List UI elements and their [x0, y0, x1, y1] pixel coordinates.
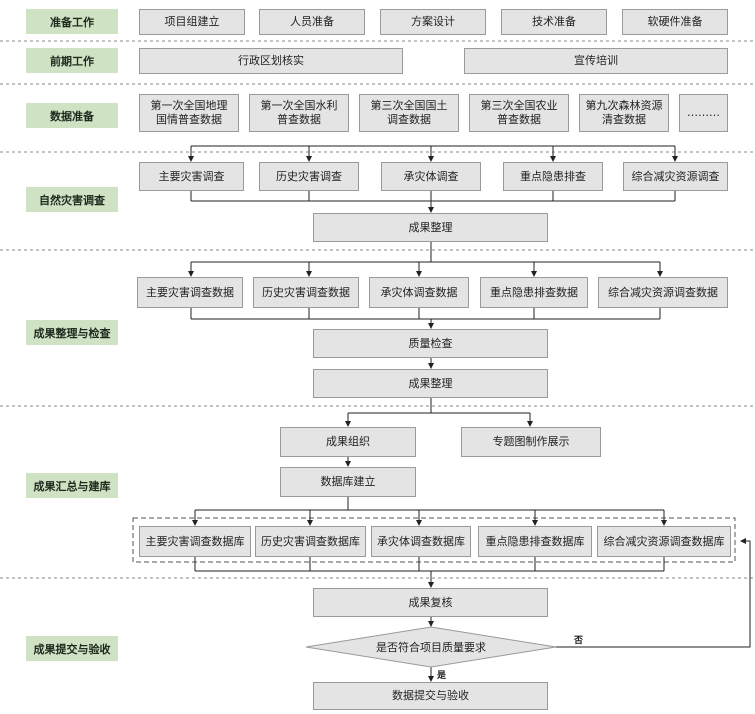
yes-label: 是 — [437, 671, 447, 681]
node-db-build: 数据库建立 — [280, 467, 416, 497]
node-data-source: 第一次全国水利 普查数据 — [249, 94, 349, 132]
node-survey-data: 历史灾害调查数据 — [253, 277, 359, 308]
stage-label-prep: 准备工作 — [26, 9, 118, 34]
node-data-source: 第九次森林资源 清查数据 — [579, 94, 669, 132]
node-data-source: 第一次全国地理 国情普查数据 — [139, 94, 239, 132]
node-thematic: 专题图制作展示 — [461, 427, 601, 457]
node-quality-check: 质量检查 — [313, 329, 548, 358]
node-survey: 承灾体调查 — [381, 162, 481, 191]
node-early: 行政区划核实 — [139, 48, 403, 74]
node-survey: 综合减灾资源调查 — [623, 162, 728, 191]
database-group-frame — [132, 517, 736, 563]
node-data-source: 第三次全国国土 调查数据 — [359, 94, 459, 132]
node-survey-data: 承灾体调查数据 — [369, 277, 469, 308]
node-survey: 历史灾害调查 — [259, 162, 359, 191]
stage-label-arrange: 成果整理与检查 — [26, 320, 118, 345]
node-early: 宣传培训 — [464, 48, 728, 74]
node-data-source-more: ……… — [679, 94, 728, 132]
stage-label-summary: 成果汇总与建库 — [26, 473, 118, 498]
node-result-org: 成果组织 — [280, 427, 416, 457]
node-prep: 方案设计 — [380, 9, 486, 35]
node-prep: 项目组建立 — [139, 9, 245, 35]
node-survey: 重点隐患排查 — [503, 162, 603, 191]
stage-label-submit: 成果提交与验收 — [26, 636, 118, 661]
node-prep: 技术准备 — [501, 9, 607, 35]
node-database: 重点隐患排查数据库 — [478, 526, 592, 557]
node-database: 历史灾害调查数据库 — [255, 526, 366, 557]
stage-label-early: 前期工作 — [26, 48, 118, 73]
decision-diamond — [305, 626, 557, 668]
node-prep: 软硬件准备 — [622, 9, 728, 35]
node-database: 主要灾害调查数据库 — [139, 526, 251, 557]
stage-label-data: 数据准备 — [26, 103, 118, 128]
decision-label: 是否符合项目质量要求 — [376, 641, 486, 654]
no-label: 否 — [574, 636, 584, 646]
node-prep: 人员准备 — [259, 9, 365, 35]
node-database: 综合减灾资源调查数据库 — [597, 526, 731, 557]
node-survey-data: 重点隐患排查数据 — [480, 277, 588, 308]
stage-label-survey: 自然灾害调查 — [26, 187, 118, 212]
node-submit: 数据提交与验收 — [313, 682, 548, 710]
no-feedback-connector — [556, 538, 751, 648]
node-survey-data: 主要灾害调查数据 — [137, 277, 243, 308]
node-database: 承灾体调查数据库 — [371, 526, 471, 557]
node-survey-data: 综合减灾资源调查数据 — [598, 277, 728, 308]
node-survey: 主要灾害调查 — [139, 162, 244, 191]
node-data-source: 第三次全国农业 普查数据 — [469, 94, 569, 132]
node-survey-result: 成果整理 — [313, 213, 548, 242]
node-review: 成果复核 — [313, 588, 548, 617]
node-result-arrange: 成果整理 — [313, 369, 548, 398]
